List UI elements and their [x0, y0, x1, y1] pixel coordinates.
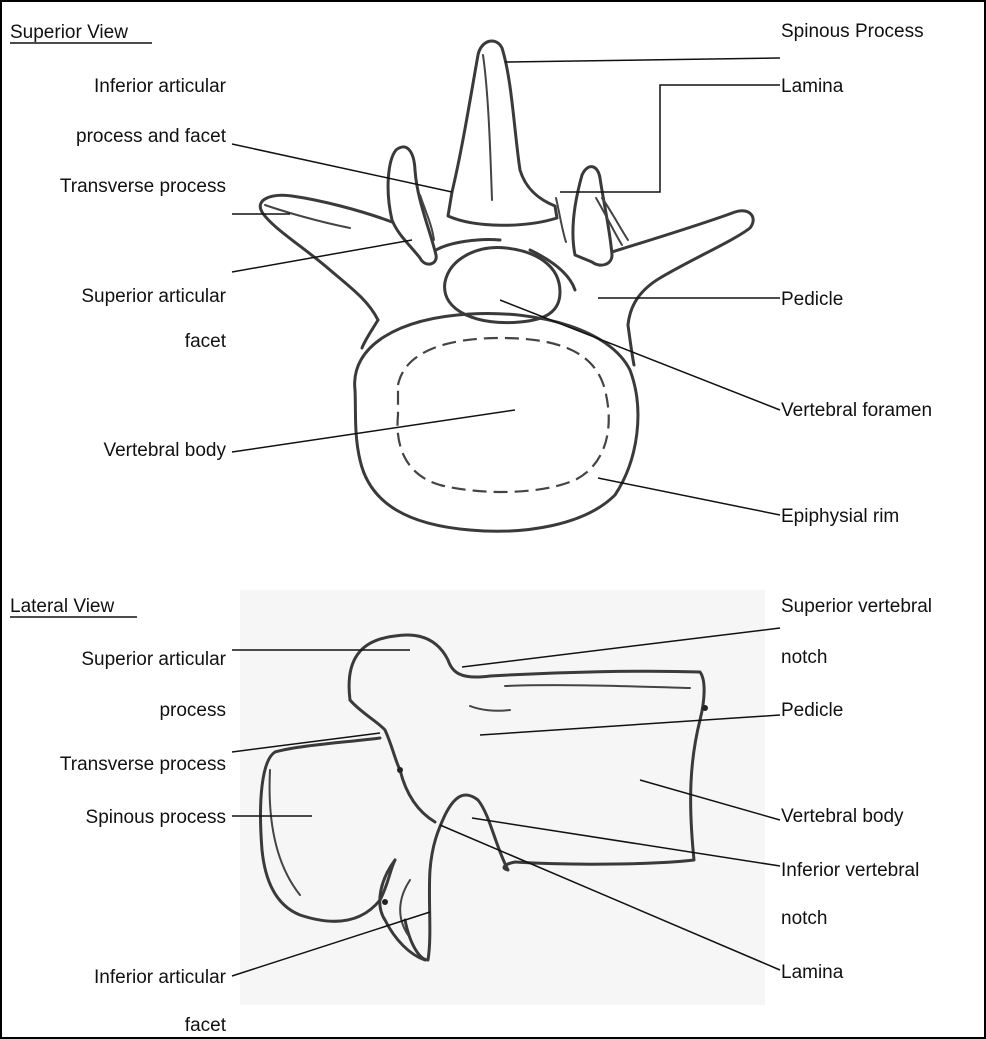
label-sup-vertebral-foramen: Vertebral foramen	[781, 400, 932, 421]
label-lat-vertebral-body: Vertebral body	[781, 806, 904, 827]
label-lat-superior-articular-2: process	[159, 700, 226, 721]
superior-leader-lines	[232, 58, 780, 515]
label-sup-superior-articular-2: facet	[185, 331, 227, 352]
superior-view-title: Superior View	[10, 22, 128, 43]
superior-spinous-process	[448, 41, 557, 225]
lateral-body-corner-dot	[702, 705, 708, 711]
leader-sup-spinous	[505, 58, 780, 62]
label-lat-inferior-articular-2: facet	[185, 1015, 227, 1036]
leader-sup-vertebral-body	[232, 410, 515, 452]
label-lat-inferior-notch-2: notch	[781, 908, 827, 929]
label-lat-inferior-notch-1: Inferior vertebral	[781, 860, 919, 881]
label-lat-inferior-articular-1: Inferior articular	[94, 967, 227, 988]
label-sup-vertebral-body: Vertebral body	[103, 440, 226, 461]
label-sup-inferior-articular-2: process and facet	[76, 126, 227, 147]
right-lamina-line	[556, 198, 566, 242]
superior-labels: Inferior articular process and facet Tra…	[60, 21, 932, 527]
leader-sup-superior-articular	[232, 240, 412, 272]
label-lat-superior-notch-1: Superior vertebral	[781, 596, 932, 617]
label-sup-spinous-process: Spinous Process	[781, 21, 924, 42]
label-sup-epiphysial-rim: Epiphysial rim	[781, 506, 899, 527]
superior-right-transverse-process	[612, 211, 753, 325]
leader-sup-inferior-articular	[232, 144, 452, 192]
leader-sup-foramen	[500, 300, 780, 410]
label-sup-lamina: Lamina	[781, 76, 844, 97]
lateral-view: Lateral View	[10, 590, 932, 1036]
lateral-paper-background	[240, 590, 765, 1005]
label-lat-superior-articular-1: Superior articular	[81, 649, 226, 670]
superior-vertebra-drawing	[260, 41, 753, 531]
left-transverse-inner	[265, 205, 350, 228]
label-sup-superior-articular-1: Superior articular	[81, 286, 226, 307]
label-sup-pedicle: Pedicle	[781, 289, 843, 310]
superior-vertebral-foramen	[445, 248, 560, 323]
label-sup-inferior-articular-1: Inferior articular	[94, 76, 227, 97]
superior-left-articular-process	[388, 147, 436, 264]
lateral-facet-dot	[382, 899, 388, 905]
superior-view: Superior View	[10, 21, 932, 531]
right-pedicle-wall	[628, 325, 634, 365]
leader-sup-lamina	[560, 85, 780, 192]
label-lat-spinous-process: Spinous process	[86, 807, 226, 828]
lateral-view-title: Lateral View	[10, 596, 114, 617]
left-facet-line	[420, 195, 434, 240]
label-lat-transverse-process: Transverse process	[60, 754, 226, 775]
leader-sup-epiphysial	[598, 478, 780, 515]
spinous-ridge	[483, 55, 492, 200]
label-lat-superior-notch-2: notch	[781, 647, 827, 668]
label-sup-transverse-process: Transverse process	[60, 176, 226, 197]
lateral-transverse-dot	[397, 767, 403, 773]
label-lat-lamina: Lamina	[781, 962, 844, 983]
superior-epiphysial-rim-inner	[397, 338, 608, 492]
label-lat-pedicle: Pedicle	[781, 700, 843, 721]
